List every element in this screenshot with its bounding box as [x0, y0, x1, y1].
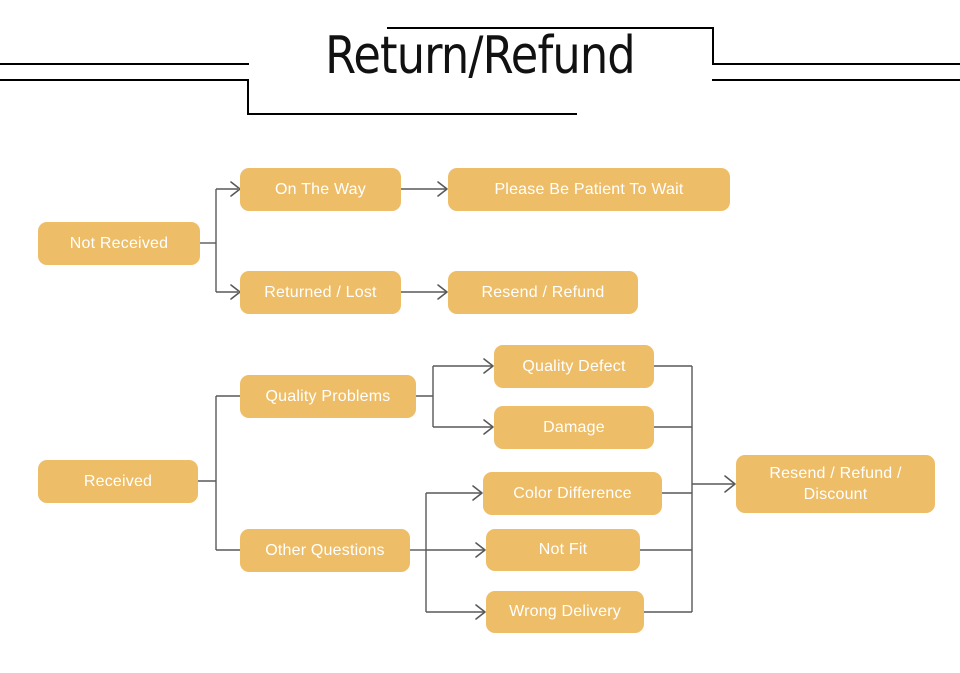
node-on-the-way[interactable]: On The Way	[240, 168, 401, 211]
node-received[interactable]: Received	[38, 460, 198, 503]
node-color-difference[interactable]: Color Difference	[483, 472, 662, 515]
page-header: Return/Refund	[0, 0, 960, 130]
arrowhead-resendrefund	[437, 284, 448, 300]
node-please-be-patient-to-wait[interactable]: Please Be Patient To Wait	[448, 168, 730, 211]
node-quality-defect[interactable]: Quality Defect	[494, 345, 654, 388]
node-damage[interactable]: Damage	[494, 406, 654, 449]
arrowhead-notfit	[475, 542, 486, 558]
header-rule-bottom	[247, 113, 577, 115]
header-rule-right-vertical	[712, 27, 714, 65]
arrowhead-damage	[483, 419, 494, 435]
connector-lines	[198, 181, 736, 620]
page-title: Return/Refund	[325, 26, 636, 86]
node-not-received[interactable]: Not Received	[38, 222, 200, 265]
arrowhead-qualitydefect	[483, 358, 494, 374]
arrowhead-final	[724, 475, 736, 493]
arrowhead-pleasewait	[437, 181, 448, 197]
node-resend-refund[interactable]: Resend / Refund	[448, 271, 638, 314]
header-rule-right-upper	[712, 63, 960, 65]
node-not-fit[interactable]: Not Fit	[486, 529, 640, 571]
header-rule-top	[387, 27, 714, 29]
node-returned-lost[interactable]: Returned / Lost	[240, 271, 401, 314]
node-quality-problems[interactable]: Quality Problems	[240, 375, 416, 418]
arrowhead-wrongdelivery	[475, 604, 486, 620]
header-rule-left-vertical	[247, 79, 249, 115]
header-rule-right-lower	[712, 79, 960, 81]
header-rule-left-upper	[0, 63, 249, 65]
node-wrong-delivery[interactable]: Wrong Delivery	[486, 591, 644, 633]
arrowhead-colordifference	[472, 485, 483, 501]
node-resend-refund-discount[interactable]: Resend / Refund / Discount	[736, 455, 935, 513]
header-rule-left-lower	[0, 79, 249, 81]
flow-diagram: Not Received On The Way Please Be Patien…	[0, 130, 960, 673]
node-other-questions[interactable]: Other Questions	[240, 529, 410, 572]
